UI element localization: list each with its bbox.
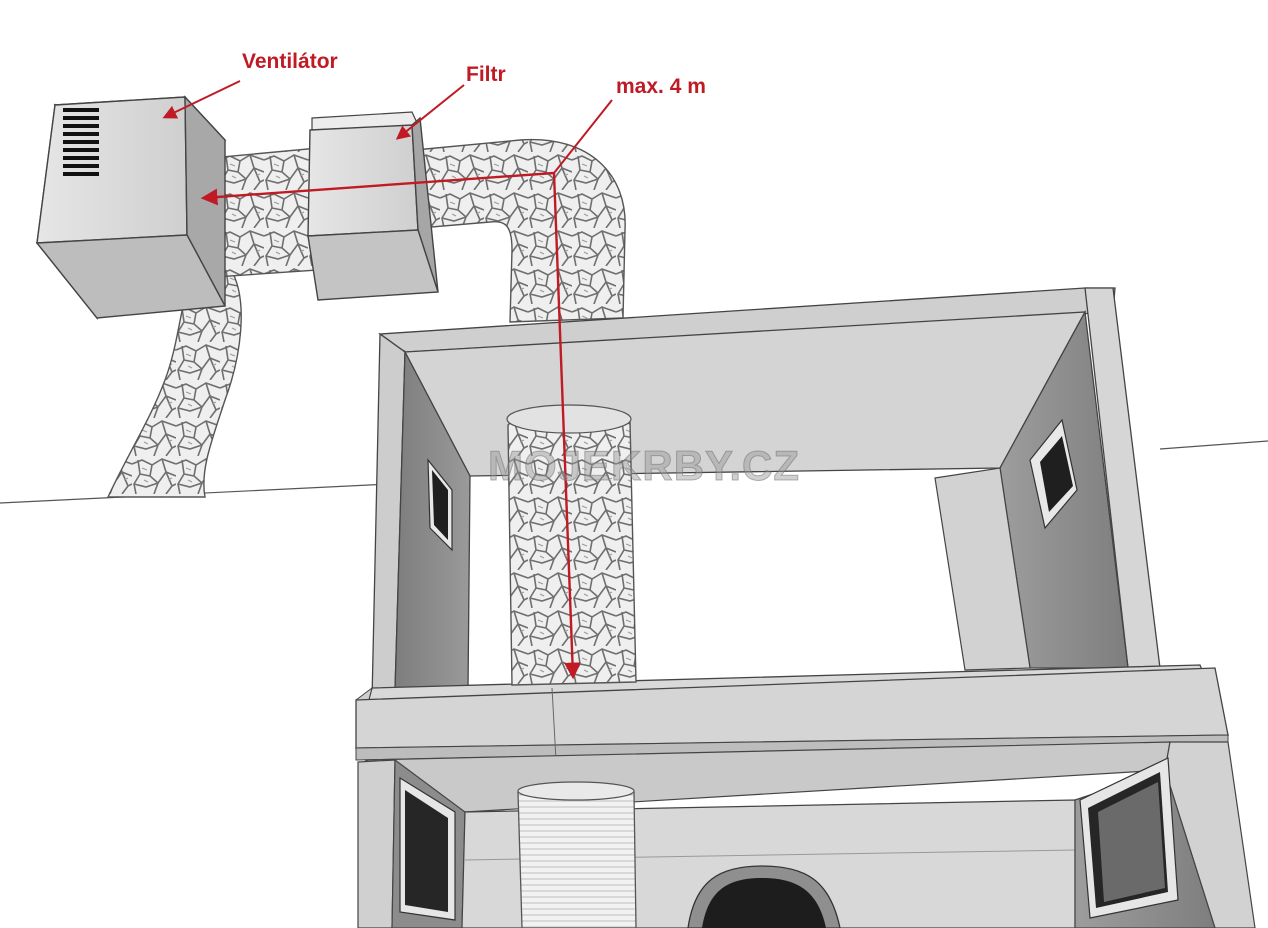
arrow-icon <box>395 84 465 140</box>
chimney-structure <box>355 287 1256 928</box>
arrow-icon <box>552 172 581 680</box>
filter-label: Filtr <box>466 63 506 86</box>
lower-flex-duct <box>106 267 242 498</box>
arrow-icon <box>162 80 241 119</box>
fan-vent-grille-icon <box>63 108 99 176</box>
fan-box <box>35 95 227 321</box>
fan-label: Ventilátor <box>242 50 338 73</box>
annotation-lines <box>162 80 613 680</box>
vertical-duct <box>506 404 637 686</box>
max-length-label: max. 4 m <box>616 75 706 98</box>
watermark-text: MOJEKRBY.CZ <box>487 442 801 490</box>
elbow-duct <box>414 138 626 323</box>
lower-ribbed-pipe <box>517 781 637 928</box>
arrow-icon <box>200 171 555 206</box>
filter-box <box>307 111 439 301</box>
